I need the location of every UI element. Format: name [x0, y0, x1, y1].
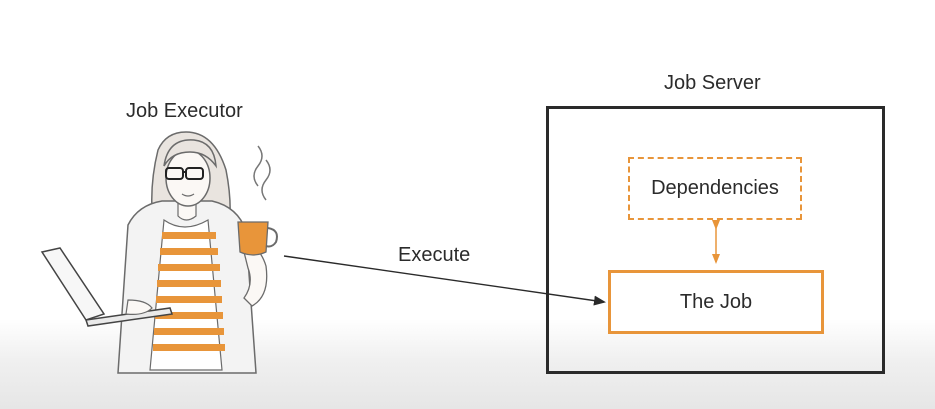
execute-label: Execute [398, 244, 471, 266]
job-server-box [546, 106, 885, 374]
laptop-icon [40, 247, 173, 327]
striped-shirt [149, 218, 225, 371]
dependencies-label: Dependencies [651, 177, 779, 199]
execute-arrow [283, 255, 606, 306]
steam-line [261, 159, 271, 201]
glasses-icon [165, 167, 204, 180]
the-job-label: The Job [679, 290, 753, 313]
the-job-box: The Job [608, 270, 824, 334]
mouth [181, 193, 195, 197]
steam-line [253, 145, 263, 187]
coffee-mug-icon [237, 221, 278, 256]
server-title: Job Server [664, 72, 761, 94]
dependencies-box: Dependencies [628, 157, 802, 220]
executor-title: Job Executor [126, 100, 243, 122]
hair-top [163, 139, 217, 169]
hand [125, 299, 153, 315]
